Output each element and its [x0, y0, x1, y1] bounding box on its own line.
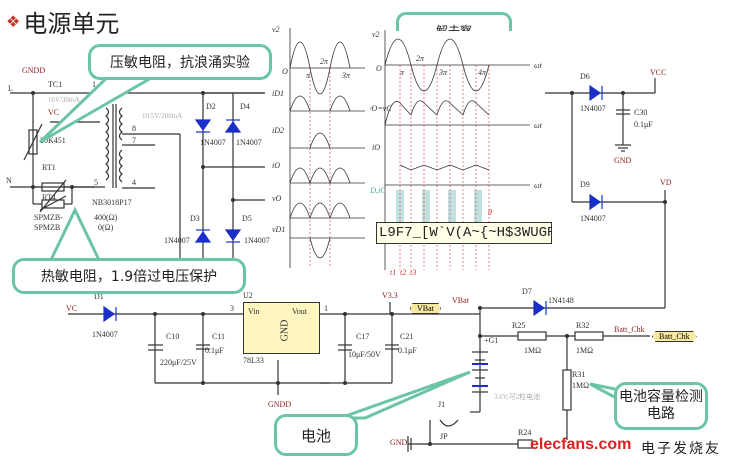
- watermark-cn: 电子发烧友: [641, 441, 721, 457]
- svg-text:π: π: [306, 71, 311, 80]
- svg-text:2π: 2π: [320, 57, 329, 66]
- filter-callout-partial: 解去察: [396, 12, 512, 31]
- waveform-panel-left: v2 iD1 iD2 iO vO vD1 O π 2π 3π: [270, 18, 370, 273]
- diode-d9: [589, 193, 603, 211]
- diode-d4: [224, 119, 242, 133]
- regulator-ic-78l33: Vin Vout GND: [243, 302, 320, 354]
- diode-d3: [194, 229, 212, 243]
- svg-text:iD,iC: iD,iC: [370, 186, 386, 195]
- diode-d2: [194, 119, 212, 133]
- svg-text:t2: t2: [400, 268, 406, 275]
- diode-d7: [533, 299, 547, 317]
- svg-text:3π: 3π: [341, 71, 351, 80]
- label-L: L: [8, 84, 13, 93]
- svg-text:O: O: [376, 64, 382, 73]
- garbled-text-overlay: L9F7_[W`V(A~{~H$3WUGR5M: [376, 222, 552, 244]
- watermark-site: elecfans.com: [530, 436, 632, 453]
- svg-text:3π: 3π: [438, 68, 448, 77]
- varistor-callout: 压敏电阻，抗浪涌实验: [88, 44, 272, 80]
- axis-v2: v2: [272, 25, 280, 34]
- svg-text:O: O: [282, 67, 288, 76]
- svg-text:iO: iO: [372, 143, 380, 152]
- svg-text:vO=vC: vO=vC: [370, 104, 392, 113]
- svg-text:ωt: ωt: [534, 61, 543, 70]
- svg-text:θ: θ: [488, 208, 492, 217]
- diode-d5: [224, 229, 242, 243]
- svg-text:iO: iO: [272, 161, 280, 170]
- battery-callout: 电池: [274, 414, 358, 456]
- svg-text:v2: v2: [372, 30, 380, 39]
- svg-text:iD2: iD2: [272, 126, 284, 135]
- svg-text:2π: 2π: [416, 54, 425, 63]
- svg-text:4π: 4π: [478, 68, 487, 77]
- svg-text:ωt: ωt: [534, 181, 543, 190]
- thermistor-callout: 热敏电阻，1.9倍过电压保护: [12, 258, 246, 294]
- svg-text:t1: t1: [390, 268, 396, 275]
- diode-d1: [103, 305, 117, 323]
- battery-detect-callout: 电池容量检测电路: [614, 382, 708, 430]
- page-title: ❖ 电源单元: [6, 10, 120, 38]
- diamond-bullet-icon: ❖: [6, 12, 21, 31]
- svg-text:ωt: ωt: [534, 121, 543, 130]
- svg-text:t3: t3: [410, 268, 416, 275]
- svg-text:vD1: vD1: [272, 225, 285, 234]
- label-N: N: [6, 176, 12, 185]
- svg-text:iD1: iD1: [272, 89, 284, 98]
- vbat-port-flag: VBat: [410, 303, 441, 314]
- svg-text:vO: vO: [272, 194, 282, 203]
- diode-d6: [589, 84, 603, 102]
- svg-text:π: π: [400, 68, 405, 77]
- batt-chk-port-flag: Batt_Chk: [652, 331, 697, 342]
